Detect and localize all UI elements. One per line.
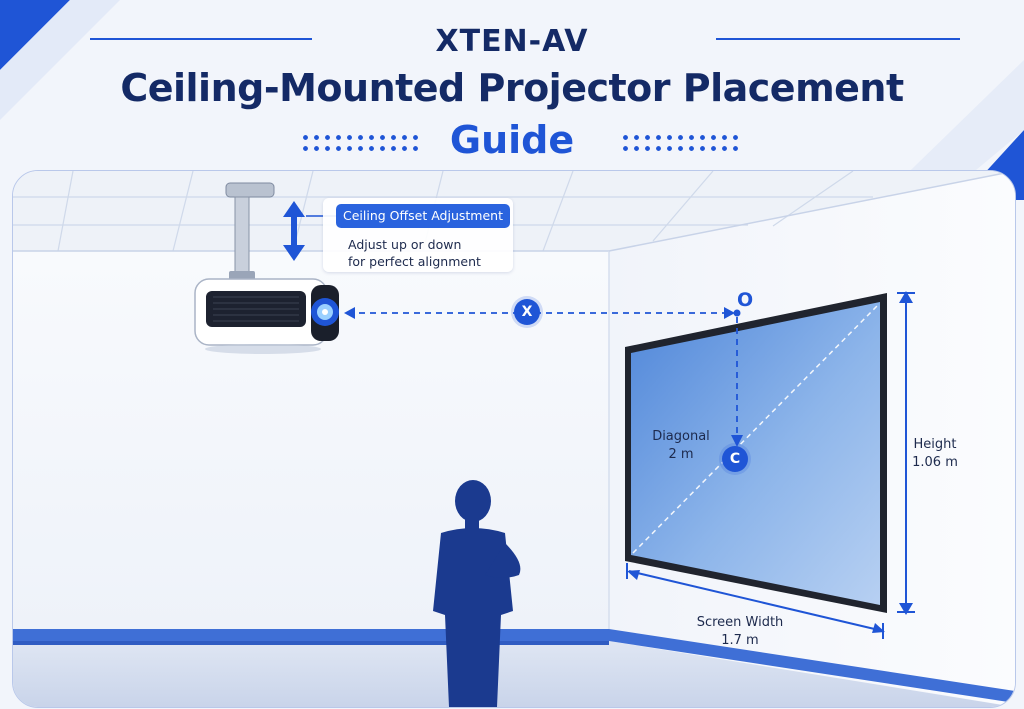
room-scene (13, 171, 1015, 707)
diagonal-value: 2 m (668, 447, 694, 462)
callout-title: Ceiling Offset Adjustment (336, 204, 510, 228)
marker-o: O (737, 289, 754, 311)
callout-description: Adjust up or down for perfect alignment (348, 236, 508, 270)
diagonal-label: Diagonal 2 m (638, 428, 724, 464)
screen-width-label: Screen Width 1.7 m (680, 614, 800, 650)
callout-line-1: Adjust up or down (348, 237, 462, 252)
person-silhouette-icon (433, 480, 521, 707)
height-value: 1.06 m (912, 455, 958, 470)
room-illustration (12, 170, 1016, 708)
vertical-double-arrow-icon (283, 201, 305, 261)
screen-width-title: Screen Width (696, 615, 784, 630)
dots-decoration-right (620, 132, 740, 154)
brand-logo: XTEN-AV (435, 24, 589, 59)
projector-icon (194, 278, 339, 354)
diagonal-title: Diagonal (652, 429, 710, 444)
height-title: Height (913, 437, 957, 452)
marker-x: X (514, 299, 540, 325)
header-line-left (90, 38, 312, 40)
page-subtitle: Guide (449, 118, 575, 162)
height-label: Height 1.06 m (902, 436, 968, 472)
header-line-right (716, 38, 960, 40)
screen-width-value: 1.7 m (721, 633, 759, 648)
ceiling-mount-icon (225, 182, 275, 281)
dots-decoration-left (300, 132, 420, 154)
callout-line-2: for perfect alignment (348, 254, 481, 269)
marker-c: C (722, 446, 748, 472)
page-title: Ceiling-Mounted Projector Placement (120, 66, 904, 110)
